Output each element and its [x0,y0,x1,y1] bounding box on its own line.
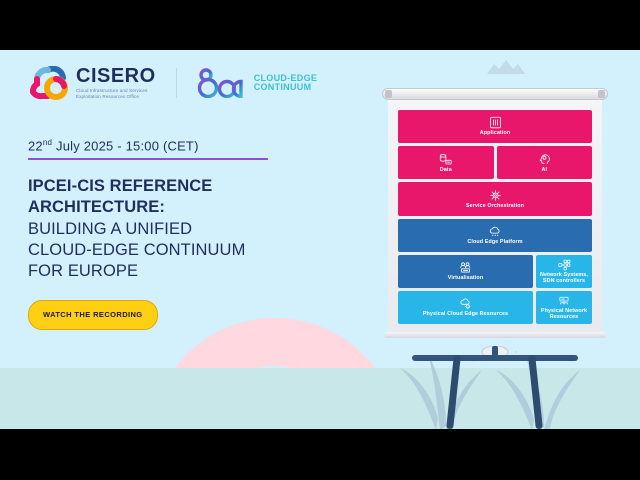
page-title-line2: ARCHITECTURE: [28,198,165,217]
logo-row: CISERO Cloud Infrastructure and Services… [28,60,328,106]
diagram-box-label: Data [439,166,452,173]
logo-divider [175,68,177,98]
network-systems-icon [557,259,571,271]
slide-canvas: CISERO Cloud Infrastructure and Services… [0,50,640,429]
letterbox-bottom [0,429,640,480]
watch-the-recording-button[interactable]: WATCH THE RECORDING [28,299,158,330]
page-title: IPCEI-CIS REFERENCE ARCHITECTURE: BUILDI… [28,176,328,282]
projector-screen-roller [382,88,608,100]
data-icon [438,153,453,166]
event-date-underline [28,158,268,161]
diagram-row: Virtualisation [398,254,592,288]
cisero-wordmark: CISERO Cloud Infrastructure and Services… [76,66,156,100]
ora-tagline-line2: CONTINUUM [253,82,312,92]
orchestration-icon [488,189,503,202]
event-date-ordinal: nd [42,138,53,147]
virtualisation-icon [458,261,473,274]
diagram-row: Application [398,110,592,144]
diagram-box-data[interactable]: Data [398,146,494,180]
diagram-box-service-orchestration[interactable]: Service Orchestration [398,182,592,216]
event-date-day: 22 [28,138,43,154]
page-title-line1: IPCEI-CIS REFERENCE [28,177,213,196]
cisero-subtitle-line1: Cloud Infrastructure and Services [76,87,148,93]
diagram-box-physical-cloud-edge-resources[interactable]: Physical Cloud Edge Resources [398,290,533,325]
diagram-box-label: Network Systems, SDN controllers [539,271,589,284]
diagram-box-label: Physical Cloud Edge Resources [422,311,509,318]
diagram-row: Cloud Edge Platform [398,218,592,252]
diagram-box-virtualisation[interactable]: Virtualisation [398,254,533,288]
physical-resources-icon [458,297,473,310]
diagram-box-label: Service Orchestration [465,202,525,209]
page-title-line3: BUILDING A UNIFIED [28,219,193,238]
diagram-box-physical-network-resources[interactable]: Physical Network Resources [536,290,592,325]
architecture-diagram: Application Da [388,100,602,332]
ora-tagline-line1: CLOUD-EDGE [253,72,318,83]
event-date-block: 22nd July 2025 - 15:00 (CET) [28,138,268,161]
cloud-decoration-icon [487,58,531,74]
cisero-logo: CISERO Cloud Infrastructure and Services… [28,65,156,100]
diagram-box-label: Physical Network Resources [540,307,588,320]
diagram-box-application[interactable]: Application [398,110,592,144]
diagram-box-label: AI [541,166,548,173]
ora-tagline: CLOUD-EDGE CONTINUUM [253,72,318,92]
diagram-box-cloud-edge-platform[interactable]: Cloud Edge Platform [398,218,592,252]
ai-icon [537,153,552,166]
cisero-subtitle-line2: Exploitation Resources Office [76,94,140,99]
event-date: 22nd July 2025 - 15:00 (CET) [28,138,268,153]
diagram-box-label: Application [479,130,511,137]
diagram-row: Service Orchestration [398,182,592,216]
projector-screen-bottom-bar [384,332,606,338]
diagram-row: Data AI [398,146,592,180]
ora-wordmark-icon [197,68,249,99]
diagram-box-label: Virtualisation [447,275,484,282]
cisero-subtitle: Cloud Infrastructure and Services Exploi… [76,88,156,100]
left-content-column: CISERO Cloud Infrastructure and Services… [28,60,328,330]
cisero-name: CISERO [76,64,156,87]
diagram-box-ai[interactable]: AI [496,146,592,180]
projector-screen-stand [400,345,590,429]
cisero-cloud-mark-icon [28,65,70,100]
letterbox-top [0,0,640,50]
application-icon [488,116,503,129]
page-title-line5: FOR EUROPE [28,261,139,280]
physical-network-icon [557,295,571,307]
diagram-row: Physical Cloud Edge Resources [398,290,592,325]
event-date-rest: July 2025 - 15:00 (CET) [52,138,199,154]
cloud-platform-icon [488,225,503,238]
architecture-diagram-panel: Application Da [378,88,612,350]
ora-logo: CLOUD-EDGE CONTINUUM [197,68,318,99]
diagram-box-network-systems[interactable]: Network Systems, SDN controllers [536,254,592,288]
page-title-line4: CLOUD-EDGE CONTINUUM [28,240,246,259]
diagram-box-label: Cloud Edge Platform [467,239,523,245]
